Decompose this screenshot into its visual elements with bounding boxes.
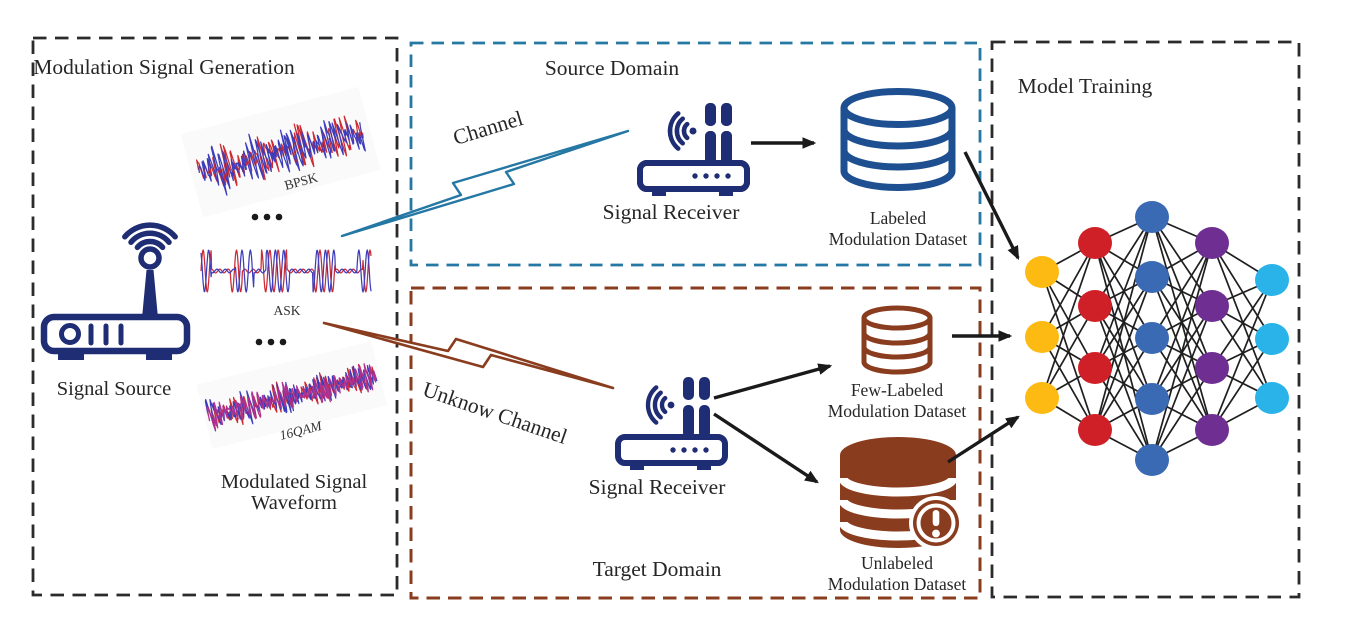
hidden2-node	[1135, 261, 1169, 293]
labeled-dataset-label-line1: Labeled	[870, 208, 927, 228]
model-training-title: Model Training	[1018, 74, 1153, 98]
alert-badge-icon	[909, 496, 963, 550]
signal-source-icon	[40, 222, 191, 360]
bpsk-waveform-image: BPSK	[180, 86, 381, 218]
input-node	[1025, 382, 1059, 414]
hidden3-node	[1195, 414, 1229, 446]
few-labeled-dataset-label-line2: Modulation Dataset	[828, 401, 967, 421]
arrow-labeled-dataset-to-network	[963, 151, 1020, 261]
ask-label: ASK	[273, 303, 300, 318]
hidden1-node	[1078, 290, 1112, 322]
hidden1-node	[1078, 227, 1112, 259]
hidden3-node	[1195, 290, 1229, 322]
source-domain-title: Source Domain	[545, 56, 680, 80]
qam-waveform-image: 16QAM	[196, 341, 388, 449]
target-signal-receiver-icon	[618, 377, 725, 470]
arrow-receiver-to-unlabeled-dataset	[713, 412, 819, 484]
target-domain-title: Target Domain	[593, 557, 722, 581]
output-node	[1255, 264, 1289, 296]
labeled-dataset-label-line2: Modulation Dataset	[829, 229, 968, 249]
unknown-channel-lightning-icon	[322, 321, 615, 390]
hidden2-node	[1135, 322, 1169, 354]
unknown-channel-label: Unknow Channel	[420, 377, 571, 449]
channel-lightning-icon	[340, 129, 630, 238]
ellipsis-dots-bottom	[255, 338, 287, 346]
input-node	[1025, 256, 1059, 288]
ask-waveform-image	[200, 249, 372, 293]
target-receiver-label: Signal Receiver	[589, 475, 726, 499]
waveform-caption-line1: Modulated Signal	[221, 471, 368, 493]
flow-arrows	[713, 137, 1020, 484]
labeled-dataset-icon	[840, 88, 956, 191]
hidden3-node	[1195, 352, 1229, 384]
generation-panel-border	[31, 36, 399, 597]
ellipsis-dots-top	[251, 213, 283, 221]
hidden2-node	[1135, 201, 1169, 233]
target-domain-panel-border	[409, 286, 982, 600]
unlabeled-dataset-label-line1: Unlabeled	[861, 553, 933, 573]
output-node	[1255, 382, 1289, 414]
unlabeled-dataset-label-line2: Modulation Dataset	[828, 574, 967, 594]
hidden1-node	[1078, 352, 1112, 384]
generation-title: Modulation Signal Generation	[33, 55, 295, 79]
neural-network-graphic	[1025, 201, 1289, 476]
signal-source-label: Signal Source	[57, 378, 171, 400]
input-node	[1025, 321, 1059, 353]
hidden3-node	[1195, 227, 1229, 259]
output-node	[1255, 323, 1289, 355]
hidden2-node	[1135, 444, 1169, 476]
source-signal-receiver-icon	[640, 103, 747, 196]
channel-label: Channel	[450, 106, 526, 150]
few-labeled-dataset-icon	[861, 305, 933, 375]
source-receiver-label: Signal Receiver	[603, 200, 740, 224]
source-domain-panel-border	[409, 41, 982, 267]
unlabeled-dataset-icon	[838, 437, 963, 550]
waveform-caption-line2: Waveform	[251, 492, 337, 514]
arrow-receiver-to-few-labeled-dataset	[713, 363, 833, 400]
model-training-panel-border	[990, 40, 1301, 599]
hidden2-node	[1135, 383, 1169, 415]
hidden1-node	[1078, 414, 1112, 446]
few-labeled-dataset-label-line1: Few-Labeled	[851, 380, 944, 400]
arrow-unlabeled-dataset-to-network	[947, 415, 1020, 464]
